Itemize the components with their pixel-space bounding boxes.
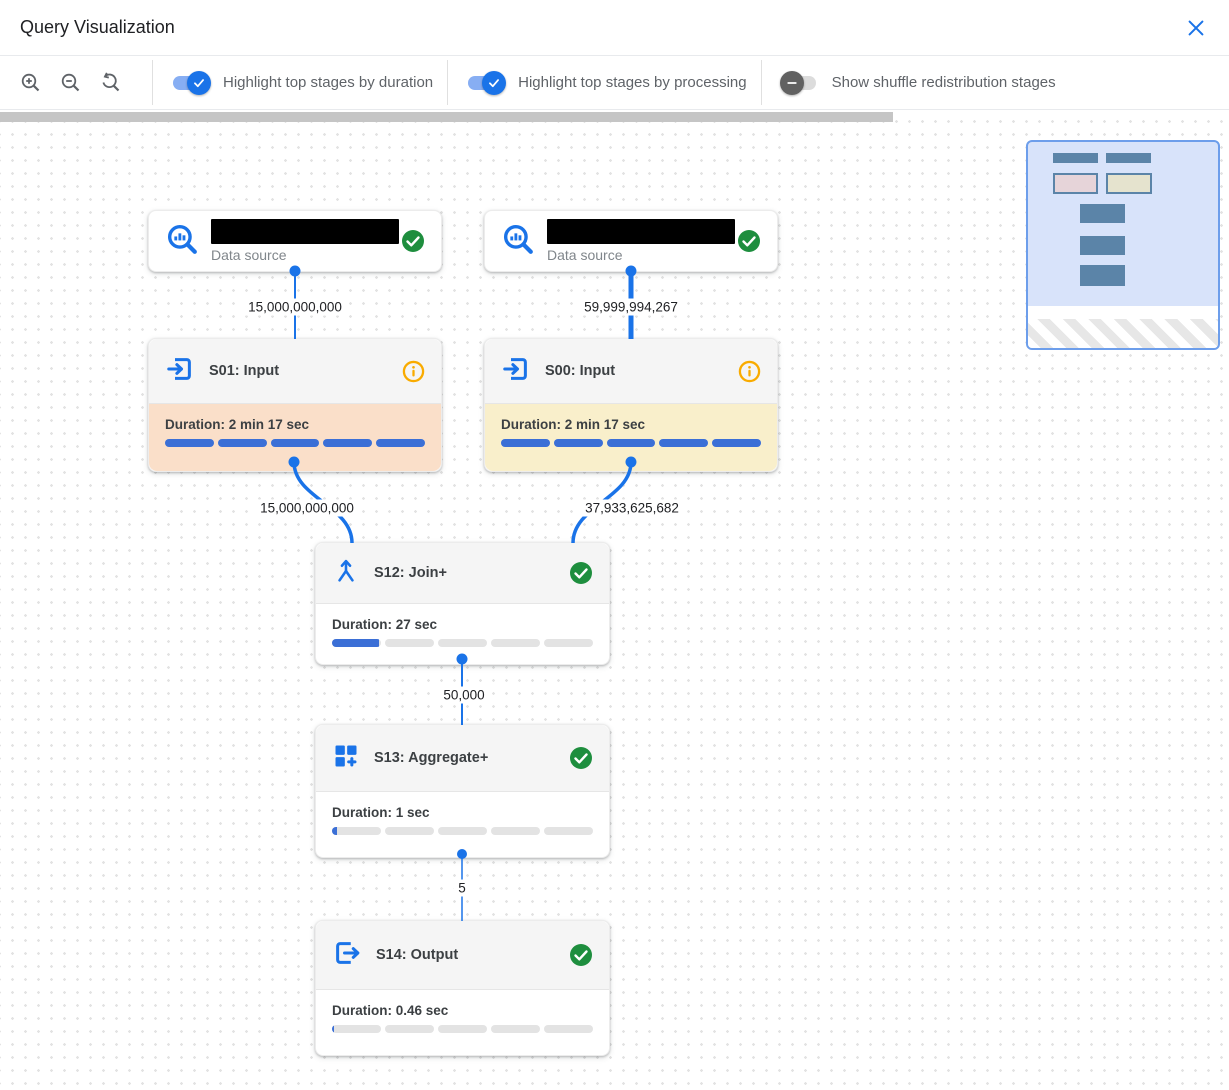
toggle-group-duration: Highlight top stages by duration	[167, 70, 434, 95]
info-icon[interactable]	[738, 360, 761, 383]
data-source-node[interactable]: Data source	[484, 210, 778, 272]
toggle-thumb-check-icon	[187, 70, 211, 95]
stage-title: S01: Input	[209, 363, 280, 379]
close-icon[interactable]	[1183, 15, 1209, 41]
zoom-out-icon[interactable]	[58, 70, 84, 96]
data-source-label: Data source	[211, 247, 287, 263]
toolbar-divider	[152, 60, 153, 105]
bigquery-icon	[501, 222, 535, 261]
minimap-out-of-bounds-hatch	[1028, 319, 1218, 348]
dialog-header: Query Visualization	[0, 0, 1229, 56]
success-check-icon	[737, 229, 761, 253]
stage-header: S13: Aggregate+	[316, 725, 609, 791]
toolbar-divider	[760, 60, 762, 105]
duration-label: Duration: 1 sec	[332, 805, 430, 820]
edge-row-count: 15,000,000,000	[255, 499, 359, 517]
stage-node-s14[interactable]: S14: Output Duration: 0.46 sec	[315, 920, 610, 1056]
output-icon	[332, 938, 362, 973]
minimap-node	[1053, 153, 1098, 163]
stage-node-s12[interactable]: S12: Join+ Duration: 27 sec	[315, 542, 610, 665]
toggle-highlight-processing[interactable]	[468, 70, 507, 95]
toggle-thumb-minus-icon	[779, 70, 804, 95]
edge-row-count: 59,999,994,267	[579, 298, 683, 316]
duration-bar	[501, 439, 761, 447]
input-icon	[165, 354, 195, 389]
bigquery-icon	[165, 222, 199, 261]
stage-duration-section: Duration: 1 sec	[316, 791, 609, 857]
minimap-node	[1080, 236, 1125, 255]
minimap-node	[1106, 153, 1151, 163]
zoom-in-icon[interactable]	[18, 70, 44, 96]
join-icon	[332, 557, 360, 590]
stage-title: S00: Input	[545, 363, 616, 379]
data-source-info: Data source	[211, 219, 399, 263]
info-icon[interactable]	[402, 360, 425, 383]
stage-title: S13: Aggregate+	[374, 750, 489, 766]
duration-bar	[332, 827, 593, 835]
toggle-group-processing: Highlight top stages by processing	[462, 70, 747, 95]
duration-bar	[332, 1025, 593, 1033]
minimap-node-highlight-processing	[1106, 173, 1152, 194]
minimap-empty-strip	[1028, 306, 1218, 319]
minimap-node-highlight-duration	[1053, 173, 1098, 194]
stage-header: S14: Output	[316, 921, 609, 989]
toggle-label-shuffle[interactable]: Show shuffle redistribution stages	[831, 74, 1056, 91]
stage-header: S00: Input	[485, 339, 777, 403]
toggle-highlight-duration[interactable]	[173, 70, 211, 95]
redacted-table-name	[211, 219, 399, 244]
data-source-node[interactable]: Data source	[148, 210, 442, 272]
aggregate-icon	[332, 742, 360, 775]
stage-node-s01[interactable]: S01: Input Duration: 2 min 17 sec	[148, 338, 442, 472]
edge-row-count: 5	[453, 879, 471, 897]
toggle-show-shuffle[interactable]	[779, 70, 818, 95]
graph-toolbar: Highlight top stages by duration Highlig…	[0, 56, 1229, 110]
graph-minimap[interactable]	[1026, 140, 1220, 350]
toggle-thumb-check-icon	[482, 70, 507, 95]
stage-title: S12: Join+	[374, 565, 447, 581]
stage-header: S01: Input	[149, 339, 441, 403]
success-check-icon	[569, 943, 593, 967]
stage-node-s13[interactable]: S13: Aggregate+ Duration: 1 sec	[315, 724, 610, 858]
data-source-info: Data source	[547, 219, 735, 263]
stage-node-s00[interactable]: S00: Input Duration: 2 min 17 sec	[484, 338, 778, 472]
duration-bar	[332, 639, 593, 647]
query-graph-canvas[interactable]: 15,000,000,000 59,999,994,267 15,000,000…	[0, 110, 1229, 1090]
stage-duration-section: Duration: 2 min 17 sec	[485, 403, 777, 471]
toggle-group-shuffle: Show shuffle redistribution stages	[776, 70, 1056, 95]
toggle-label-processing[interactable]: Highlight top stages by processing	[518, 74, 747, 91]
input-icon	[501, 354, 531, 389]
duration-label: Duration: 2 min 17 sec	[165, 417, 310, 432]
data-source-label: Data source	[547, 247, 623, 263]
success-check-icon	[569, 561, 593, 585]
stage-header: S12: Join+	[316, 543, 609, 603]
duration-label: Duration: 0.46 sec	[332, 1003, 449, 1018]
stage-duration-section: Duration: 2 min 17 sec	[149, 403, 441, 471]
zoom-reset-icon[interactable]	[98, 70, 124, 96]
page-title: Query Visualization	[20, 17, 175, 37]
minimap-node	[1080, 265, 1125, 286]
success-check-icon	[569, 746, 593, 770]
edge-row-count: 50,000	[438, 686, 490, 704]
stage-duration-section: Duration: 27 sec	[316, 603, 609, 664]
toolbar-divider	[447, 60, 449, 105]
duration-label: Duration: 2 min 17 sec	[501, 417, 646, 432]
redacted-table-name	[547, 219, 735, 244]
duration-label: Duration: 27 sec	[332, 617, 438, 632]
stage-title: S14: Output	[376, 947, 459, 963]
stage-duration-section: Duration: 0.46 sec	[316, 989, 609, 1055]
canvas-horizontal-scrollbar[interactable]	[0, 112, 893, 122]
edge-row-count: 15,000,000,000	[243, 298, 347, 316]
edge-row-count: 37,933,625,682	[580, 499, 684, 517]
success-check-icon	[401, 229, 425, 253]
toggle-label-duration[interactable]: Highlight top stages by duration	[223, 74, 434, 91]
minimap-node	[1080, 204, 1125, 223]
duration-bar	[165, 439, 425, 447]
